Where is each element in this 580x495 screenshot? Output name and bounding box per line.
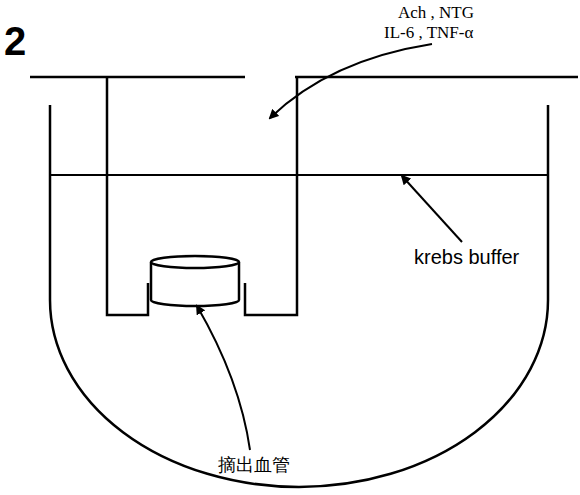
rim-line [295, 76, 578, 79]
buffer-label: krebs buffer [414, 246, 519, 269]
vessel-ring [151, 262, 239, 306]
vessel-label: 摘出血管 [218, 455, 290, 476]
vessel-arrow [197, 306, 250, 450]
rim-line [30, 76, 245, 79]
inner-holder [107, 77, 148, 315]
figure-number: 2 [4, 18, 26, 64]
drug-arrow [270, 44, 432, 118]
buffer-surface [50, 174, 548, 176]
buffer-arrow [402, 176, 462, 242]
outer-vessel [50, 105, 548, 487]
drug-label: Ach , NTG [398, 3, 474, 23]
inner-holder [245, 77, 297, 315]
vessel-ring [151, 256, 239, 268]
drug-label: IL-6 , TNF-α [384, 23, 473, 43]
